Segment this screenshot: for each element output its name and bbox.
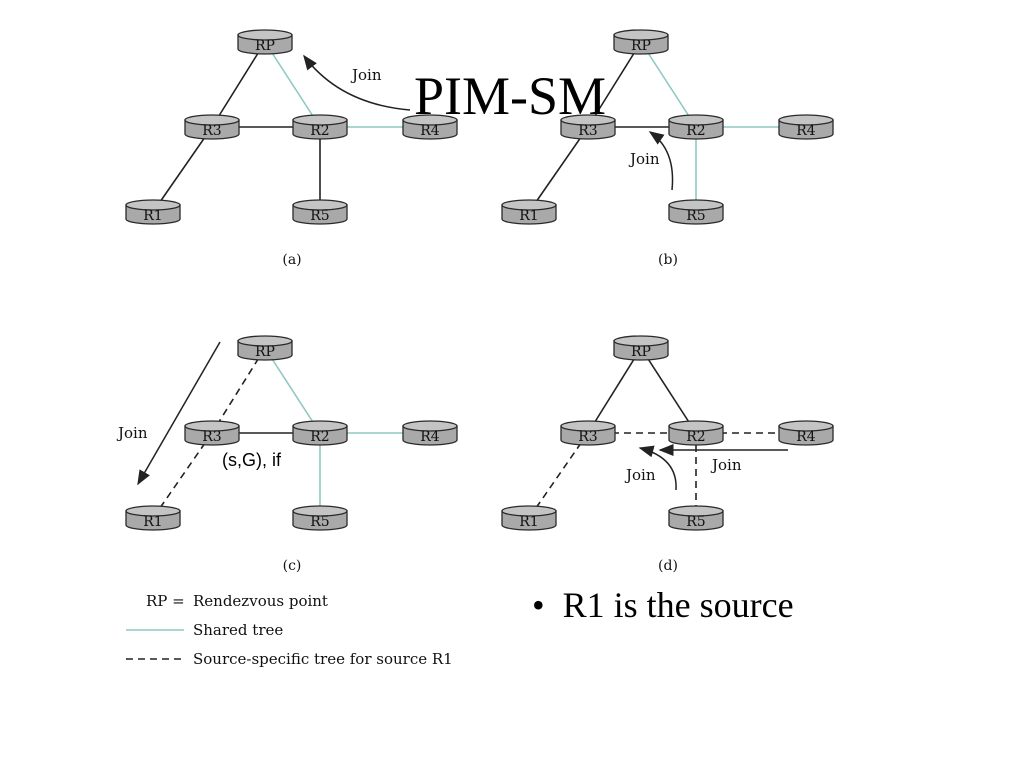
panel-a-router-r3: R3 [184, 114, 240, 140]
panel-b-join-arrow [648, 131, 674, 191]
panel-b-label-r3: R3 [578, 123, 597, 139]
panel-c-link-rp-r2 [264, 347, 321, 434]
panel-d-join-label-r4: Join [710, 456, 742, 474]
panel-c-join-label: Join [116, 424, 148, 442]
panel-d-link-rp-r2 [640, 347, 697, 434]
panel-d-label-r2: R2 [686, 429, 705, 445]
panel-b-label-r5: R5 [686, 208, 705, 224]
panel-a-join-label: Join [350, 66, 382, 84]
panel-a-router-rp: RP [237, 29, 293, 55]
sg-annotation: (s,G), if [222, 450, 281, 470]
panel-c-label-r1: R1 [143, 514, 162, 530]
panel-a-join-arrow [303, 54, 411, 111]
panel-b-label-r2: R2 [686, 123, 705, 139]
panel-c-link-r3-r1 [152, 432, 213, 519]
panel-d-link-rp-r3 [587, 347, 642, 434]
panel-b-router-r5: R5 [668, 199, 724, 225]
legend-rp-text: Rendezvous point [193, 592, 328, 610]
bullet-point: • R1 is the source [532, 584, 794, 626]
panel-c-label-rp: RP [255, 344, 275, 360]
panel-c-label-r3: R3 [202, 429, 221, 445]
panel-d-label-r3: R3 [578, 429, 597, 445]
panel-d-router-rp: RP [613, 335, 669, 361]
panel-a-caption: (a) [282, 252, 301, 268]
panel-d-label-r1: R1 [519, 514, 538, 530]
panel-b-router-r1: R1 [501, 199, 557, 225]
panel-b-router-r3: R3 [560, 114, 616, 140]
panel-c-label-r5: R5 [310, 514, 329, 530]
panel-d-router-r5: R5 [668, 505, 724, 531]
panel-a-label-r4: R4 [420, 123, 440, 139]
panel-d-router-r3: R3 [560, 420, 616, 446]
panel-c-router-rp: RP [237, 335, 293, 361]
panel-b-label-r4: R4 [796, 123, 816, 139]
panel-b-link-rp-r2 [640, 41, 697, 128]
panel-b-label-r1: R1 [519, 208, 538, 224]
slide-title: PIM-SM [413, 66, 607, 126]
panel-b-router-rp: RP [613, 29, 669, 55]
panel-a-link-r3-r1 [152, 126, 213, 213]
panel-a-label-rp: RP [255, 38, 275, 54]
panel-c-caption: (c) [283, 558, 302, 574]
panel-d-label-rp: RP [631, 344, 651, 360]
panel-d-router-r2: R2 [668, 420, 724, 446]
panel-b-link-r3-r1 [528, 126, 589, 213]
panel-c-router-r4: R4 [402, 420, 458, 446]
panel-a-router-r4: R4 [402, 114, 458, 140]
panel-a-link-rp-r2 [264, 41, 321, 128]
panel-c-join-arrow [137, 341, 221, 486]
panel-d-label-r4: R4 [796, 429, 816, 445]
panel-c-label-r2: R2 [310, 429, 329, 445]
panel-d-label-r5: R5 [686, 514, 705, 530]
panel-a-label-r2: R2 [310, 123, 329, 139]
panel-d-router-r1: R1 [501, 505, 557, 531]
legend-source-text: Source-specific tree for source R1 [193, 650, 453, 668]
panel-c-router-r1: R1 [125, 505, 181, 531]
panel-d-join-arrow-r5 [638, 445, 677, 491]
panel-a-link-rp-r3 [211, 41, 266, 128]
panel-a-label-r3: R3 [202, 123, 221, 139]
panel-a-label-r5: R5 [310, 208, 329, 224]
bullet-dot: • [532, 585, 545, 625]
panel-c-label-r4: R4 [420, 429, 440, 445]
panel-b-join-label: Join [628, 150, 660, 168]
panel-c-router-r3: R3 [184, 420, 240, 446]
panel-a-label-r1: R1 [143, 208, 162, 224]
panel-c-router-r5: R5 [292, 505, 348, 531]
panel-b-caption: (b) [658, 252, 678, 268]
panel-a-router-r5: R5 [292, 199, 348, 225]
panel-a-router-r2: R2 [292, 114, 348, 140]
panel-b-label-rp: RP [631, 38, 651, 54]
panel-d-join-label-r5: Join [624, 466, 656, 484]
panel-b-link-rp-r3 [587, 41, 642, 128]
panel-c-link-rp-r3 [211, 347, 266, 434]
legend-shared-text: Shared tree [193, 621, 283, 639]
legend-rp-key: RP = [146, 592, 185, 610]
panel-c-router-r2: R2 [292, 420, 348, 446]
panel-b-router-r4: R4 [778, 114, 834, 140]
panel-d-link-r3-r1 [528, 432, 589, 519]
panel-b-router-r2: R2 [668, 114, 724, 140]
panel-a-router-r1: R1 [125, 199, 181, 225]
panel-d-caption: (d) [658, 558, 678, 574]
panel-d-router-r4: R4 [778, 420, 834, 446]
bullet-text: R1 is the source [562, 585, 794, 625]
